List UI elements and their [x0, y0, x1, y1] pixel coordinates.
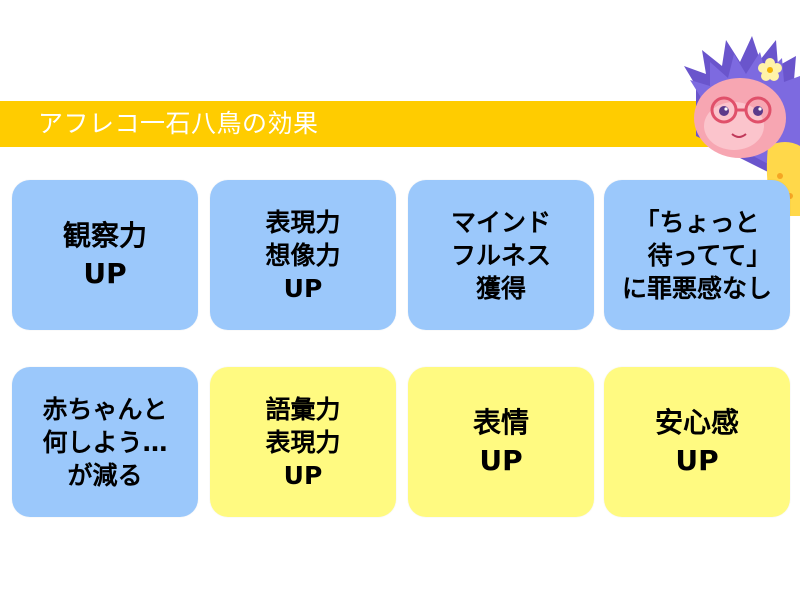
- card-expression-imagination: 表現力 想像力 UP: [210, 180, 396, 330]
- card-text: 表現力 想像力 UP: [265, 207, 341, 303]
- card-text: 観察力 UP: [62, 219, 147, 290]
- card-text: 安心感 UP: [654, 406, 739, 477]
- banner-title: アフレコ一石八鳥の効果: [38, 109, 319, 138]
- card-observation: 観察力 UP: [12, 180, 198, 330]
- card-text: 表情 UP: [472, 406, 529, 477]
- card-sense-of-security: 安心感 UP: [604, 367, 790, 517]
- card-text: マインド フルネス 獲得: [450, 207, 551, 303]
- card-no-guilt: 「ちょっと 待ってて」 に罪悪感なし: [604, 180, 790, 330]
- card-mindfulness: マインド フルネス 獲得: [408, 180, 594, 330]
- card-text: 赤ちゃんと 何しよう… が減る: [42, 394, 168, 490]
- card-vocabulary: 語彙力 表現力 UP: [210, 367, 396, 517]
- card-text: 語彙力 表現力 UP: [265, 394, 341, 490]
- title-banner: アフレコ一石八鳥の効果: [0, 101, 760, 147]
- card-facial-expression: 表情 UP: [408, 367, 594, 517]
- card-text: 「ちょっと 待ってて」 に罪悪感なし: [621, 207, 772, 303]
- hedgehog-mascot-icon: [684, 36, 800, 216]
- card-what-to-do: 赤ちゃんと 何しよう… が減る: [12, 367, 198, 517]
